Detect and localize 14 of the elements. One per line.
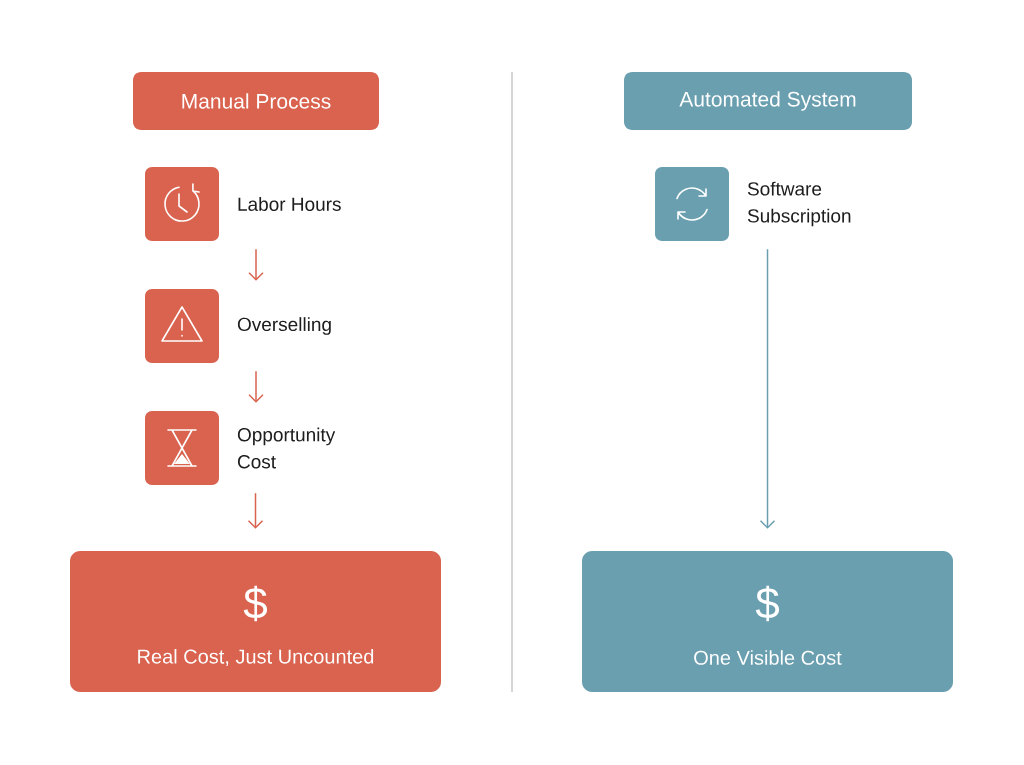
arrow <box>759 248 776 529</box>
header-box: Manual Process <box>133 72 379 130</box>
step-label: Labor Hours <box>238 197 341 211</box>
dollar-sign: $ <box>755 585 780 622</box>
arrow <box>247 492 264 529</box>
cost-label: One Visible Cost <box>694 650 842 665</box>
arrow <box>248 248 264 281</box>
cost-label: Real Cost, Just Uncounted <box>138 649 374 667</box>
arrow <box>248 370 264 403</box>
header-box: Automated System <box>624 72 912 130</box>
step-label: Overselling <box>237 317 331 335</box>
step-label: Software Subscription <box>747 181 851 227</box>
step-label: Opportunity Cost <box>237 427 336 469</box>
dollar-sign: $ <box>243 585 268 622</box>
